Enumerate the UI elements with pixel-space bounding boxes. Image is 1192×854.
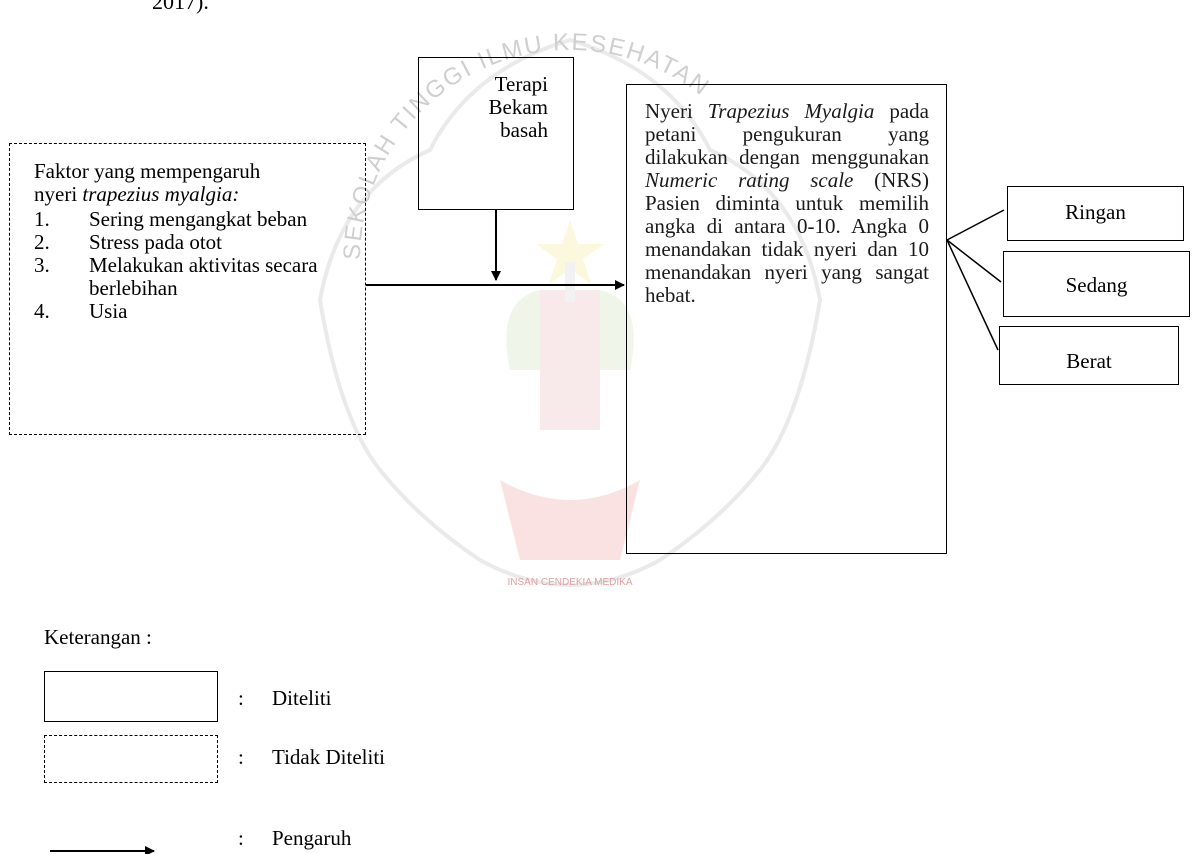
factor-item-text: Usia	[89, 299, 128, 323]
branch-line-ringan	[946, 209, 1005, 241]
factor-heading: Faktor yang mempengaruh nyeri trapezius …	[34, 160, 355, 206]
factor-item-number: 3.	[34, 253, 50, 277]
category-berat-box: Berat	[999, 326, 1179, 385]
category-ringan-box: Ringan	[1007, 186, 1184, 241]
watermark-logo: SEKOLAH TINGGI ILMU KESEHATAN INSAN CEND…	[317, 29, 823, 588]
legend-influence-label: Pengaruh	[272, 826, 352, 850]
factor-item-text: Stress pada otot	[89, 230, 222, 254]
nrs-text-3: pada petani pengukuran yang dilakukan de…	[645, 99, 929, 169]
watermark-motto: INSAN CENDEKIA MEDIKA	[507, 577, 632, 588]
factor-item: 4. Usia	[34, 300, 355, 323]
nrs-description: Nyeri Trapezius Myalgia pada petani peng…	[645, 100, 929, 307]
legend-dashed-box	[44, 735, 218, 783]
therapy-box: Terapi Bekam basah	[418, 57, 574, 210]
legend-title: Keterangan :	[44, 625, 152, 649]
legend-solid-box	[44, 671, 218, 722]
factor-item-number: 2.	[34, 230, 50, 254]
nrs-text-4: Numeric rating scale	[645, 168, 854, 192]
legend-separator: :	[238, 826, 244, 850]
therapy-line-2: Bekam	[488, 95, 548, 119]
legend-separator: :	[238, 745, 244, 769]
factor-heading-line1: Faktor yang mempengaruh	[34, 159, 261, 183]
factor-item: 1. Sering mengangkat beban	[34, 208, 355, 231]
therapy-line-1: Terapi	[494, 72, 548, 96]
factor-heading-line2: nyeri	[34, 182, 83, 206]
factor-heading-italic: trapezius myalgia:	[82, 182, 240, 206]
legend-researched-label: Diteliti	[272, 686, 332, 710]
factor-item: 2. Stress pada otot	[34, 231, 355, 254]
factor-item-number: 4.	[34, 299, 50, 323]
branch-line-sedang	[946, 239, 1002, 283]
nrs-box: Nyeri Trapezius Myalgia pada petani peng…	[626, 84, 947, 554]
factor-box: Faktor yang mempengaruh nyeri trapezius …	[9, 143, 366, 435]
nrs-text-1: Nyeri	[645, 99, 708, 123]
legend-not-researched-label: Tidak Diteliti	[272, 745, 385, 769]
factor-item-number: 1.	[34, 207, 50, 231]
factor-list: 1. Sering mengangkat beban 2. Stress pada …	[34, 208, 355, 323]
nrs-text-2: Trapezius Myalgia	[707, 99, 875, 123]
therapy-line-3: basah	[500, 118, 548, 142]
factor-item: 3. Melakukan aktivitas secara berlebihan	[34, 254, 355, 300]
page-title: 2017).	[152, 0, 209, 14]
legend-separator: :	[238, 686, 244, 710]
factor-item-text: Sering mengangkat beban	[89, 207, 308, 231]
category-sedang-box: Sedang	[1003, 251, 1190, 317]
factor-item-text: Melakukan aktivitas secara berlebihan	[89, 253, 318, 300]
branch-line-berat	[946, 239, 999, 351]
nrs-text-5: (NRS) Pasien diminta untuk memilih angka…	[645, 168, 929, 307]
